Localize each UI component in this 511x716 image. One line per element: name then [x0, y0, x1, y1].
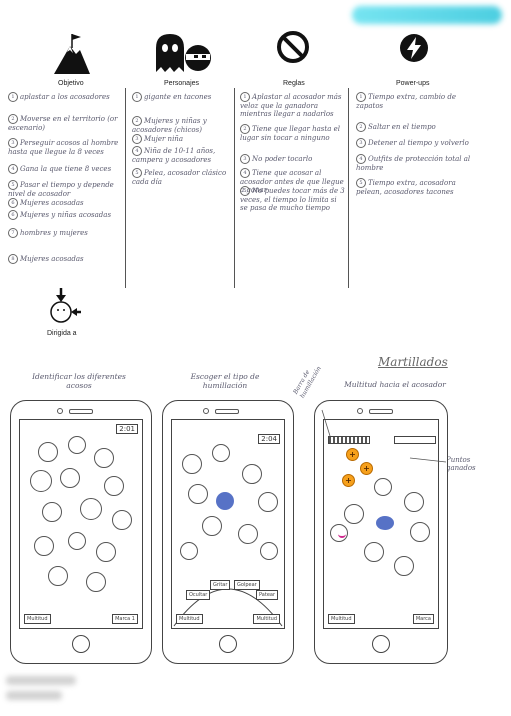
home-button — [72, 635, 90, 653]
arc-option[interactable]: Gritar — [210, 580, 231, 590]
storyboard-title: Martillados — [378, 355, 448, 369]
smile-mark — [338, 532, 346, 538]
home-button — [219, 635, 237, 653]
column-divider — [234, 88, 235, 288]
timer-label: 2:01 — [116, 424, 138, 434]
points-coin: + — [360, 462, 373, 475]
multitud-button[interactable]: Multitud — [24, 614, 51, 624]
blurred-author — [6, 676, 101, 708]
ghost-ninja-icon — [156, 34, 211, 72]
column-divider — [125, 88, 126, 288]
lightning-icon — [400, 34, 428, 62]
phone-screen: + + + Multitud Marca — [323, 419, 439, 629]
column-label-reglas: Reglas — [283, 80, 305, 87]
multitud-button[interactable]: Multitud — [176, 614, 203, 624]
phone-frame: 2:04 Ocultar Gritar Golpear Patear Multi… — [162, 400, 294, 664]
panel-caption: Multitud hacia el acosador — [344, 380, 446, 389]
column-label-power-ups: Power-ups — [396, 80, 430, 87]
arc-option[interactable]: Golpear — [234, 580, 260, 590]
timer-label: 2:04 — [258, 434, 280, 444]
annotation-arrows — [321, 409, 447, 463]
phone-frame: 2:01 Multitud Marca 1 — [10, 400, 152, 664]
column-label-personajes: Personajes — [164, 80, 200, 87]
mountain-flag-icon — [54, 34, 90, 74]
crowded-harasser — [376, 516, 394, 530]
phone-screen: 2:04 Ocultar Gritar Golpear Patear Multi… — [171, 419, 285, 629]
side-note-humiliation-bar: Barra de humillación — [292, 365, 323, 400]
side-note-points: Puntos ganados — [446, 456, 476, 472]
selected-harasser — [216, 492, 234, 510]
multitud-button[interactable]: Multitud — [253, 614, 280, 624]
blurred-signature — [352, 6, 502, 24]
home-button — [372, 635, 390, 653]
target-face-icon — [50, 288, 81, 323]
panel-caption: Identificar los diferentes acosos — [32, 372, 126, 390]
persona-label: Dirigida a — [47, 330, 77, 337]
arc-option[interactable]: Ocultar — [186, 590, 211, 600]
humiliation-bar — [328, 436, 370, 444]
marca-button[interactable]: Marca 1 — [112, 614, 138, 624]
points-bar — [394, 436, 436, 444]
phone-screen: 2:01 Multitud Marca 1 — [19, 419, 143, 629]
points-coin: + — [346, 448, 359, 461]
points-coin: + — [342, 474, 355, 487]
arc-option[interactable]: Patear — [256, 590, 279, 600]
phone-frame: + + + Multitud Marca — [314, 400, 448, 664]
column-divider — [348, 88, 349, 288]
multitud-button[interactable]: Multitud — [328, 614, 355, 624]
marca-button[interactable]: Marca — [412, 614, 434, 624]
panel-caption: Escoger el tipo de humillación — [190, 372, 260, 390]
prohibited-icon — [277, 31, 309, 63]
column-label-objetivo: Objetivo — [58, 80, 84, 87]
